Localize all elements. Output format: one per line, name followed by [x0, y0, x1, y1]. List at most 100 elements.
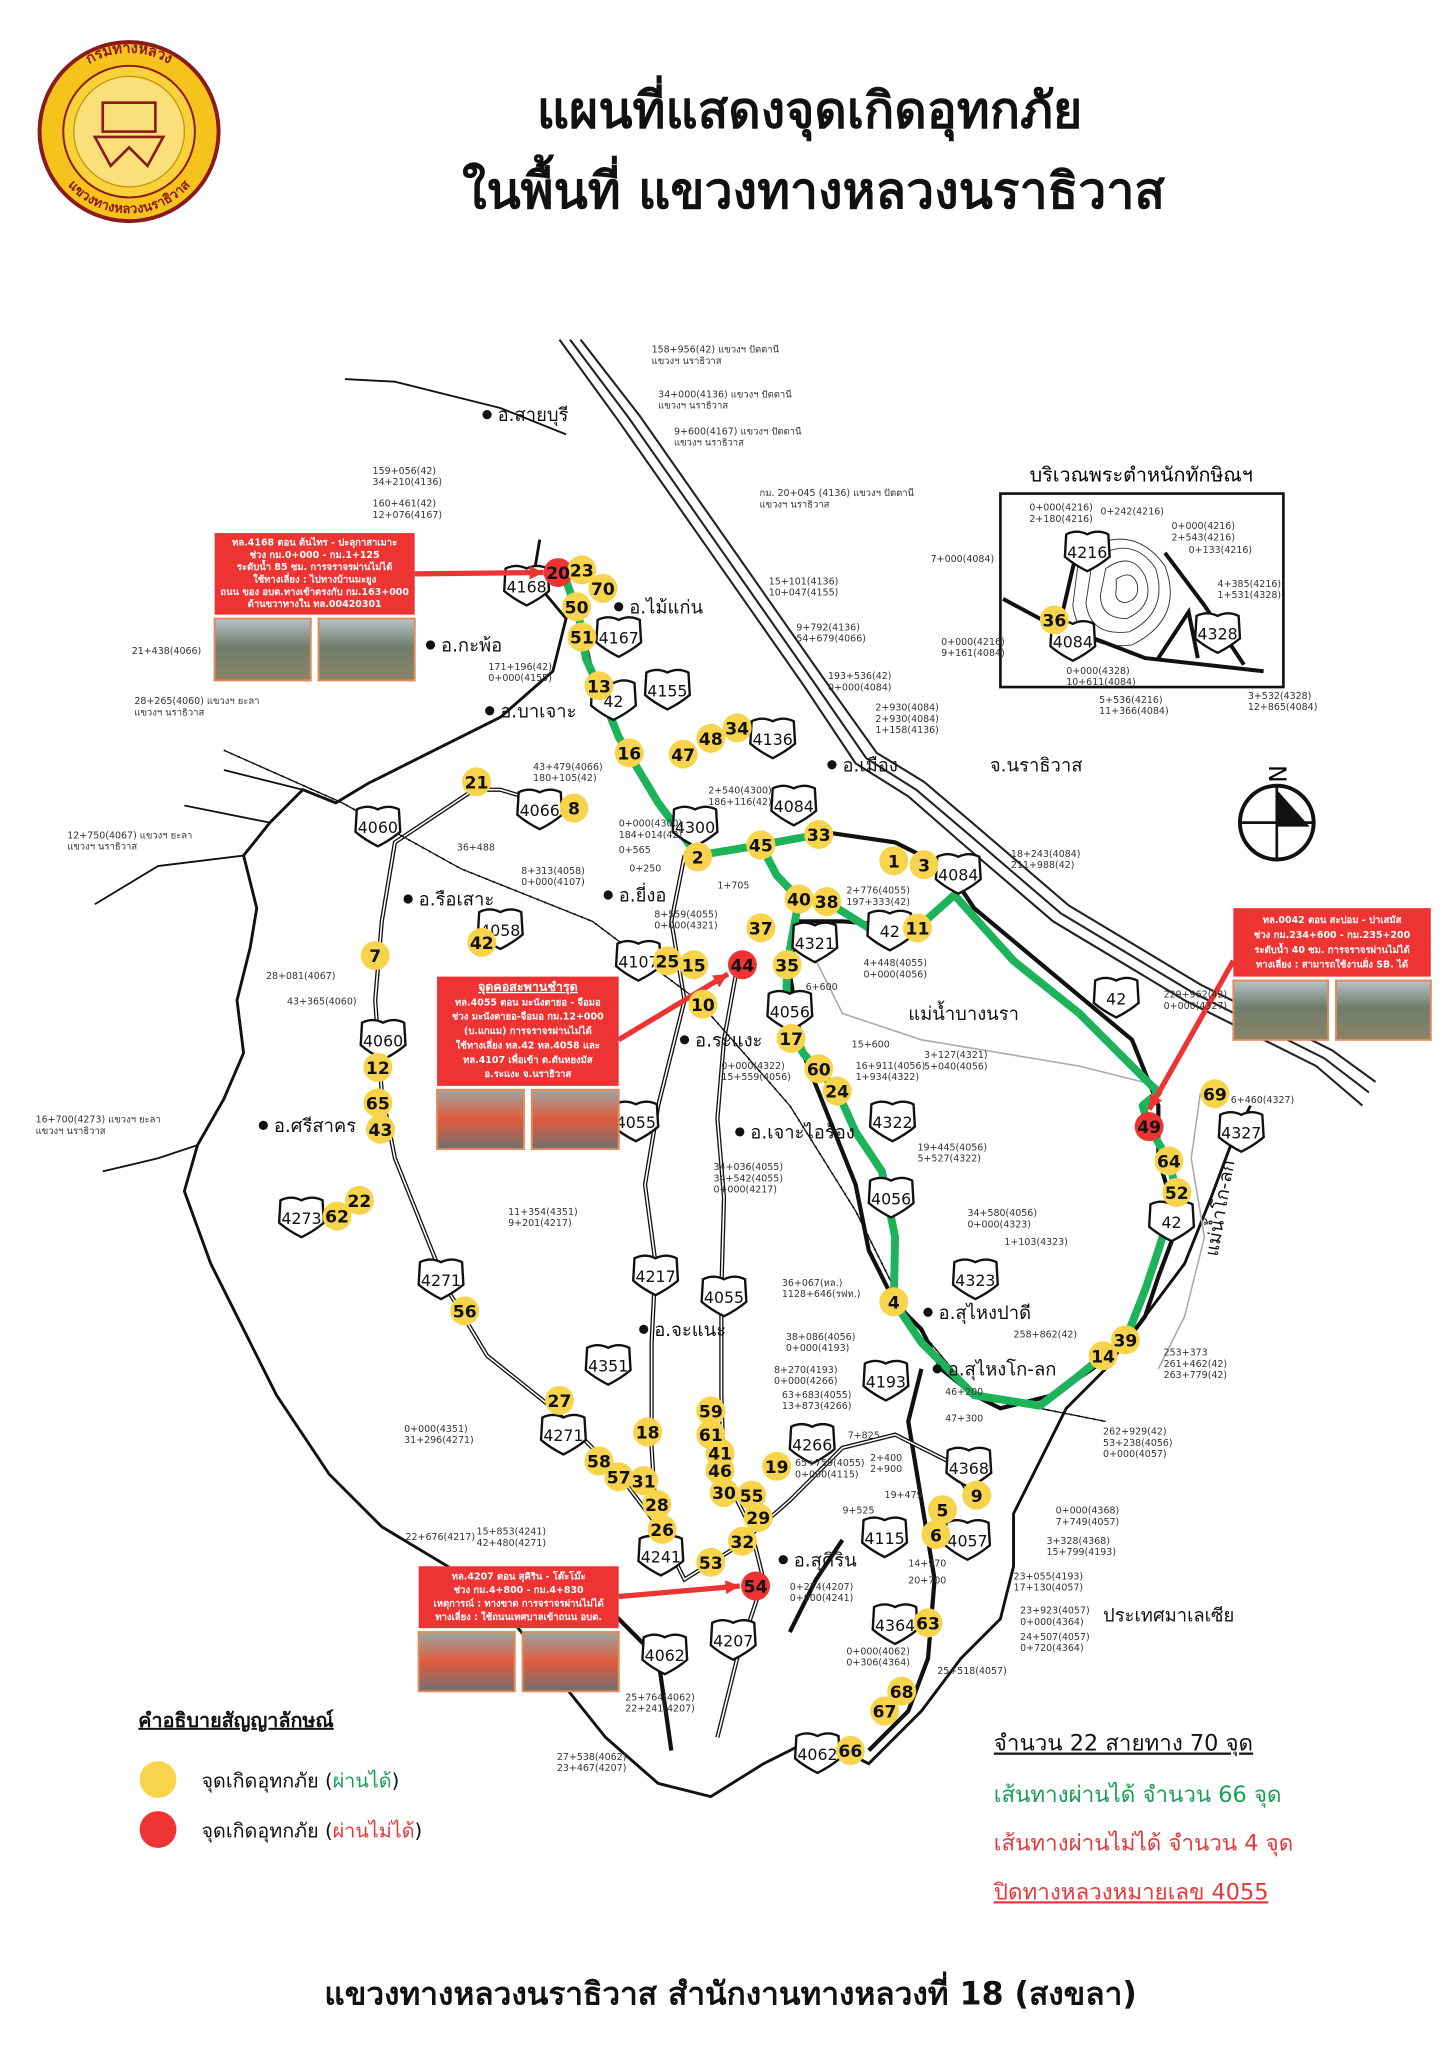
- flood-marker-43-passable[interactable]: [365, 1114, 395, 1144]
- flood-marker-number[interactable]: 29: [746, 1509, 770, 1529]
- flood-marker-number[interactable]: 23: [570, 561, 594, 581]
- flood-marker-number[interactable]: 27: [548, 1392, 572, 1412]
- flood-marker-number[interactable]: 18: [636, 1424, 660, 1444]
- flood-marker-57-passable[interactable]: [604, 1462, 634, 1492]
- flood-marker-39-passable[interactable]: [1110, 1325, 1140, 1355]
- flood-marker-number[interactable]: 12: [366, 1059, 390, 1079]
- flood-marker-40-passable[interactable]: [784, 884, 814, 914]
- flood-marker-1-passable[interactable]: [879, 846, 909, 876]
- flood-marker-number[interactable]: 44: [731, 956, 755, 976]
- flood-marker-36-passable[interactable]: [1039, 605, 1069, 635]
- flood-marker-number[interactable]: 40: [787, 891, 811, 911]
- flood-marker-20-impassable[interactable]: [543, 558, 573, 588]
- flood-marker-22-passable[interactable]: [344, 1185, 374, 1215]
- flood-marker-47-passable[interactable]: [668, 739, 698, 769]
- flood-marker-58-passable[interactable]: [584, 1446, 614, 1476]
- flood-marker-number[interactable]: 32: [731, 1533, 755, 1553]
- flood-marker-2-passable[interactable]: [683, 842, 713, 872]
- flood-marker-24-passable[interactable]: [822, 1076, 852, 1106]
- flood-marker-number[interactable]: 69: [1203, 1085, 1227, 1105]
- flood-marker-number[interactable]: 58: [587, 1453, 611, 1473]
- flood-marker-42-passable[interactable]: [467, 927, 497, 957]
- flood-marker-65-passable[interactable]: [363, 1088, 393, 1118]
- flood-marker-number[interactable]: 61: [699, 1426, 723, 1446]
- flood-marker-number[interactable]: 22: [348, 1192, 372, 1212]
- flood-marker-number[interactable]: 14: [1091, 1347, 1115, 1367]
- flood-marker-number[interactable]: 26: [650, 1521, 674, 1541]
- flood-marker-29-passable[interactable]: [743, 1503, 773, 1533]
- flood-marker-number[interactable]: 3: [918, 856, 930, 876]
- flood-marker-number[interactable]: 67: [873, 1703, 897, 1723]
- flood-marker-number[interactable]: 54: [744, 1578, 768, 1598]
- flood-marker-38-passable[interactable]: [812, 887, 842, 917]
- flood-marker-12-passable[interactable]: [363, 1052, 393, 1082]
- flood-marker-number[interactable]: 21: [465, 773, 489, 793]
- flood-marker-number[interactable]: 48: [699, 730, 723, 750]
- flood-marker-44-impassable[interactable]: [727, 950, 757, 980]
- flood-marker-number[interactable]: 24: [825, 1083, 849, 1103]
- flood-marker-number[interactable]: 56: [453, 1303, 477, 1323]
- flood-marker-31-passable[interactable]: [629, 1466, 659, 1496]
- flood-marker-48-passable[interactable]: [696, 723, 726, 753]
- flood-marker-51-passable[interactable]: [567, 622, 597, 652]
- flood-marker-14-passable[interactable]: [1088, 1341, 1118, 1371]
- flood-marker-number[interactable]: 5: [937, 1501, 949, 1521]
- flood-marker-number[interactable]: 8: [568, 800, 580, 820]
- flood-marker-number[interactable]: 35: [775, 956, 799, 976]
- flood-marker-16-passable[interactable]: [614, 738, 644, 768]
- flood-marker-number[interactable]: 9: [971, 1487, 983, 1507]
- flood-marker-number[interactable]: 19: [765, 1458, 789, 1478]
- flood-marker-53-passable[interactable]: [696, 1547, 726, 1577]
- flood-marker-number[interactable]: 38: [815, 893, 839, 913]
- flood-marker-number[interactable]: 65: [366, 1095, 390, 1115]
- flood-marker-number[interactable]: 47: [671, 746, 695, 766]
- flood-marker-49-impassable[interactable]: [1134, 1112, 1164, 1142]
- flood-marker-number[interactable]: 16: [617, 744, 641, 764]
- flood-marker-62-passable[interactable]: [322, 1201, 352, 1231]
- flood-marker-27-passable[interactable]: [544, 1385, 574, 1415]
- flood-marker-number[interactable]: 59: [699, 1403, 723, 1423]
- flood-marker-number[interactable]: 25: [655, 952, 679, 972]
- flood-marker-number[interactable]: 46: [708, 1462, 732, 1482]
- flood-marker-18-passable[interactable]: [633, 1417, 663, 1447]
- flood-marker-54-impassable[interactable]: [741, 1571, 771, 1601]
- flood-marker-3-passable[interactable]: [909, 850, 939, 880]
- flood-marker-25-passable[interactable]: [652, 946, 682, 976]
- flood-marker-26-passable[interactable]: [647, 1514, 677, 1544]
- flood-marker-number[interactable]: 41: [708, 1445, 732, 1465]
- flood-marker-7-passable[interactable]: [360, 941, 390, 971]
- flood-marker-number[interactable]: 20: [546, 564, 570, 584]
- flood-marker-34-passable[interactable]: [722, 713, 752, 743]
- flood-marker-28-passable[interactable]: [642, 1489, 672, 1519]
- flood-marker-number[interactable]: 36: [1042, 612, 1066, 632]
- flood-marker-number[interactable]: 39: [1114, 1331, 1138, 1351]
- flood-marker-55-passable[interactable]: [737, 1480, 767, 1510]
- flood-marker-number[interactable]: 7: [369, 947, 381, 967]
- flood-marker-59-passable[interactable]: [696, 1396, 726, 1426]
- flood-marker-33-passable[interactable]: [804, 819, 834, 849]
- flood-marker-number[interactable]: 1: [888, 852, 900, 872]
- flood-marker-11-passable[interactable]: [903, 913, 932, 943]
- flood-marker-number[interactable]: 66: [838, 1742, 862, 1762]
- flood-marker-23-passable[interactable]: [567, 555, 597, 585]
- flood-marker-number[interactable]: 50: [565, 598, 589, 618]
- flood-marker-4-passable[interactable]: [879, 1287, 909, 1317]
- flood-marker-number[interactable]: 28: [645, 1496, 669, 1516]
- flood-marker-13-passable[interactable]: [584, 671, 614, 701]
- flood-marker-9-passable[interactable]: [962, 1480, 992, 1510]
- flood-marker-number[interactable]: 2: [692, 848, 704, 868]
- flood-marker-number[interactable]: 10: [691, 996, 715, 1016]
- flood-marker-66-passable[interactable]: [835, 1736, 865, 1766]
- flood-marker-69-passable[interactable]: [1200, 1079, 1230, 1109]
- flood-marker-number[interactable]: 30: [712, 1484, 736, 1504]
- flood-marker-number[interactable]: 68: [890, 1683, 914, 1703]
- flood-marker-64-passable[interactable]: [1154, 1146, 1184, 1176]
- flood-marker-5-passable[interactable]: [928, 1495, 957, 1525]
- flood-marker-number[interactable]: 60: [807, 1060, 831, 1080]
- flood-marker-number[interactable]: 34: [725, 719, 749, 739]
- flood-marker-10-passable[interactable]: [688, 989, 718, 1019]
- flood-marker-19-passable[interactable]: [762, 1451, 792, 1481]
- flood-marker-52-passable[interactable]: [1162, 1177, 1192, 1207]
- flood-marker-number[interactable]: 64: [1157, 1152, 1181, 1172]
- flood-marker-number[interactable]: 17: [779, 1030, 803, 1050]
